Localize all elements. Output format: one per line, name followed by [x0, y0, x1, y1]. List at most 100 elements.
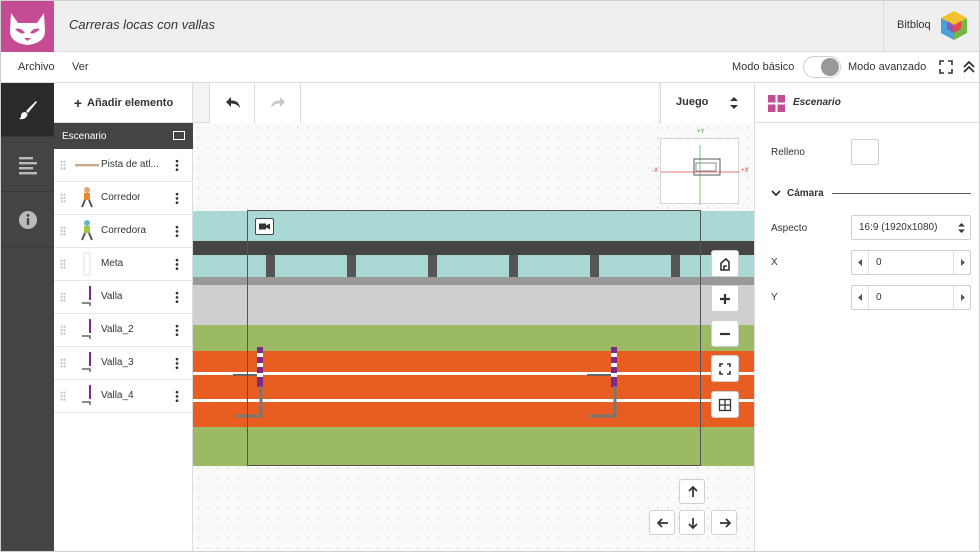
drag-handle-icon[interactable] [60, 226, 66, 236]
more-options-icon[interactable] [175, 324, 179, 336]
toolbar-spacer [301, 83, 658, 123]
minus-icon [720, 332, 730, 336]
list-icon [19, 157, 37, 175]
arrow-right-icon [720, 518, 732, 528]
scene-canvas[interactable]: +Y -X +X [193, 123, 754, 551]
redo-button[interactable] [255, 83, 301, 123]
grid-icon [718, 398, 732, 412]
tab-info[interactable] [1, 193, 54, 247]
caret-right-icon [961, 294, 965, 301]
runner-thumbnail [81, 187, 93, 208]
drag-handle-icon[interactable] [60, 160, 66, 170]
list-item[interactable]: Meta [54, 248, 193, 281]
menu-archivo[interactable]: Archivo [18, 61, 55, 73]
home-view-button[interactable] [711, 250, 739, 277]
properties-title: Escenario [793, 97, 841, 108]
view-mode-select[interactable]: Juego [660, 83, 754, 123]
list-item[interactable]: Valla_3 [54, 347, 193, 380]
scene-header[interactable]: Escenario [54, 123, 193, 149]
list-item[interactable]: Pista de atl... [54, 149, 193, 182]
camera-section-title[interactable]: Cámara [787, 188, 824, 199]
camera-icon[interactable] [255, 218, 274, 235]
plus-icon: + [73, 94, 82, 111]
pan-down-button[interactable] [679, 510, 705, 535]
fullscreen-icon[interactable] [938, 59, 954, 75]
item-label: Corredora [101, 225, 147, 236]
brand-area[interactable]: Bitbloq [883, 1, 979, 52]
aspect-label: Aspecto [771, 223, 808, 234]
section-divider [832, 193, 971, 194]
pan-left-button[interactable] [649, 510, 675, 535]
list-item[interactable]: Valla_2 [54, 314, 193, 347]
tab-design[interactable] [1, 83, 54, 137]
select-carets-icon [958, 223, 965, 233]
increment-y-button[interactable] [953, 286, 970, 309]
item-label: Corredor [101, 192, 141, 203]
y-value: 0 [876, 292, 882, 303]
undo-button[interactable] [209, 83, 255, 123]
pan-right-button[interactable] [711, 510, 737, 535]
brush-icon [19, 101, 37, 120]
brand-name: Bitbloq [897, 19, 931, 31]
left-sidebar [1, 83, 54, 551]
aspect-select[interactable]: 16:9 (1920x1080) [851, 215, 971, 240]
more-options-icon[interactable] [175, 291, 179, 303]
arrow-left-icon [656, 518, 668, 528]
x-number-input[interactable]: 0 [851, 250, 971, 275]
list-item[interactable]: Valla_4 [54, 380, 193, 413]
caret-right-icon [961, 259, 965, 266]
collapse-up-icon[interactable] [961, 59, 977, 75]
y-number-input[interactable]: 0 [851, 285, 971, 310]
mode-basic-label: Modo básico [732, 61, 795, 73]
chevron-down-icon[interactable] [771, 189, 781, 197]
minimap-x-pos: +X [741, 168, 749, 174]
track-thumbnail [75, 164, 99, 167]
project-title[interactable]: Carreras locas con vallas [69, 17, 215, 32]
minimap-y-pos: +Y [697, 129, 705, 135]
item-label: Valla_3 [101, 357, 134, 368]
drag-handle-icon[interactable] [60, 292, 66, 302]
x-label: X [771, 257, 778, 268]
list-item[interactable]: Corredor [54, 182, 193, 215]
scene-label: Escenario [62, 131, 107, 142]
more-options-icon[interactable] [175, 390, 179, 402]
hurdle-thumbnail [82, 352, 91, 372]
fit-view-button[interactable] [711, 355, 739, 382]
item-label: Meta [101, 258, 124, 269]
more-options-icon[interactable] [175, 357, 179, 369]
finish-line-thumbnail [83, 252, 91, 276]
decrement-x-button[interactable] [852, 251, 869, 274]
menubar: Archivo Ver Modo básico Modo avanzado [1, 52, 979, 83]
scene-squares-icon [768, 95, 785, 112]
x-value: 0 [876, 257, 882, 268]
more-options-icon[interactable] [175, 192, 179, 204]
list-item[interactable]: Corredora [54, 215, 193, 248]
toggle-knob [821, 58, 839, 76]
menu-ver[interactable]: Ver [72, 61, 89, 73]
bitbloq-fox-logo[interactable] [1, 1, 54, 52]
fill-color-picker[interactable] [851, 139, 879, 165]
camera-frame[interactable] [247, 210, 701, 466]
tab-layers[interactable] [1, 138, 54, 192]
drag-handle-icon[interactable] [60, 358, 66, 368]
more-options-icon[interactable] [175, 225, 179, 237]
drag-handle-icon[interactable] [60, 259, 66, 269]
add-element-button[interactable]: + Añadir elemento [54, 83, 193, 123]
list-item[interactable]: Valla [54, 281, 193, 314]
pan-up-button[interactable] [679, 479, 705, 504]
mode-toggle[interactable] [803, 56, 841, 78]
drag-handle-icon[interactable] [60, 391, 66, 401]
minimap[interactable]: +Y -X +X [652, 129, 749, 205]
more-options-icon[interactable] [175, 159, 179, 171]
decrement-y-button[interactable] [852, 286, 869, 309]
more-options-icon[interactable] [175, 258, 179, 270]
scene-screen-icon [173, 131, 185, 140]
grid-toggle-button[interactable] [711, 391, 739, 418]
zoom-in-button[interactable] [711, 285, 739, 312]
zoom-out-button[interactable] [711, 320, 739, 347]
arrow-up-icon [688, 485, 698, 497]
increment-x-button[interactable] [953, 251, 970, 274]
drag-handle-icon[interactable] [60, 325, 66, 335]
drag-handle-icon[interactable] [60, 193, 66, 203]
